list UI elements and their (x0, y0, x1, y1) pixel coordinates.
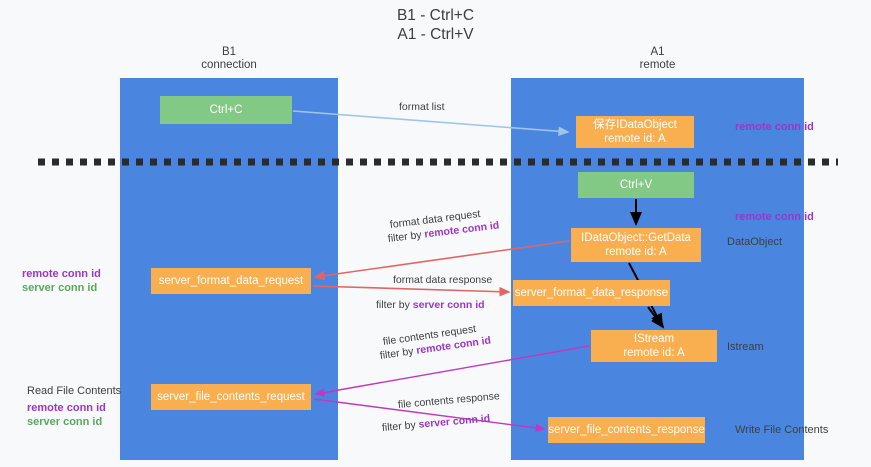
filter-prefix: filter by (376, 299, 413, 311)
diagram-title: B1 - Ctrl+C A1 - Ctrl+V (396, 7, 475, 43)
column-header-a1: A1 remote (639, 46, 676, 71)
arrow-file-contents-request (314, 345, 590, 397)
arrow-format-data-request (313, 240, 570, 281)
annotation-text: remote conn id (735, 211, 814, 223)
annotation-top-remote-conn-id: remote conn id (735, 121, 814, 135)
annotation-read-file-contents: Read File Contents (27, 385, 121, 399)
edge-label-format-data-response-filter: filter by server conn id (376, 299, 485, 312)
arrow-file-contents-response (313, 398, 546, 433)
annotation-write-file-contents: Write File Contents (735, 424, 828, 438)
arrow-format-list (292, 110, 570, 137)
edge-label-format-list: format list (399, 101, 445, 113)
node-server-format-data-response[interactable]: server_format_data_response (513, 280, 670, 306)
annotation-server-conn-id: server conn id (22, 281, 98, 294)
annotation-remote-conn-id: remote conn id (27, 402, 106, 414)
filter-key-server-conn-id: server conn id (412, 299, 485, 311)
node-ctrl-v[interactable]: Ctrl+V (578, 172, 694, 198)
node-server-file-contents-response[interactable]: server_file_contents_response (548, 417, 705, 443)
annotation-text: DataObject (727, 236, 783, 248)
annotation-mid-remote-conn-id: remote conn id (735, 211, 814, 225)
column-header-b1: B1 connection (201, 46, 257, 71)
annotation-dataobject: DataObject (727, 236, 782, 250)
node-server-format-data-request[interactable]: server_format_data_request (151, 268, 311, 294)
node-idataobject[interactable]: 保存IDataObject remote id: A (576, 116, 694, 148)
annotation-istream: Istream (727, 341, 764, 355)
annotation-remote-conn-id: remote conn id (22, 268, 101, 280)
arrow-format-data-response (312, 285, 511, 297)
node-ctrl-c[interactable]: Ctrl+C (160, 96, 292, 124)
annotation-text: Istream (727, 341, 764, 353)
annotation-left-conn-ids: remote conn id server conn id (22, 268, 101, 295)
annotation-text: remote conn id (735, 121, 814, 133)
filter-prefix: filter by (381, 418, 420, 434)
annotation-read-conn-ids: remote conn id server conn id (27, 402, 106, 429)
annotation-text: Write File Contents (735, 424, 829, 436)
node-istream[interactable]: IStream remote id: A (591, 330, 717, 362)
node-server-file-contents-request[interactable]: server_file_contents_request (151, 384, 311, 410)
edge-label-format-data-response: format data response (393, 274, 493, 286)
annotation-text: Read File Contents (27, 385, 122, 397)
node-idataobject-getdata[interactable]: IDataObject::GetData remote id: A (571, 228, 701, 262)
annotation-server-conn-id: server conn id (27, 415, 103, 428)
